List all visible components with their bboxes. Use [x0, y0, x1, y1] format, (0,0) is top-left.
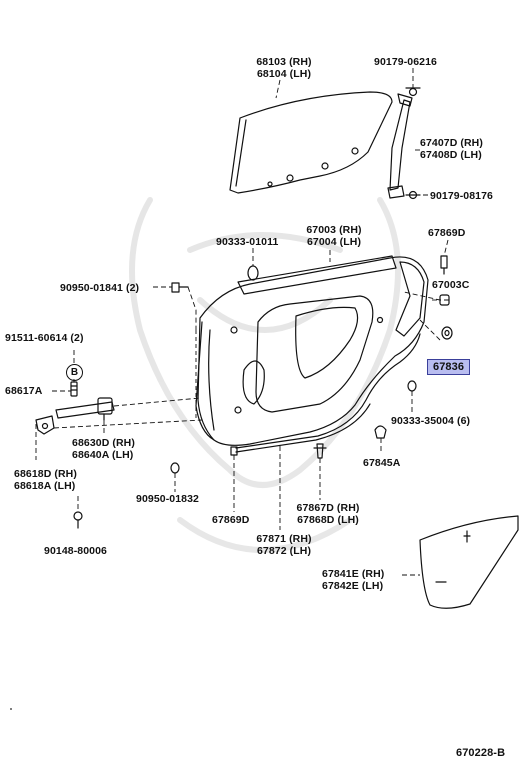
part-67407d-label[interactable]: 67407D (RH): [420, 137, 483, 149]
part-90950-01832-label[interactable]: 90950-01832: [136, 493, 199, 505]
part-68618a-label[interactable]: 68618A (LH): [14, 480, 76, 492]
stray-dot: [10, 708, 12, 710]
part-68103-label[interactable]: 68103 (RH): [256, 56, 312, 68]
diagram-code: 670228-B: [456, 747, 506, 759]
part-90333-01011-label[interactable]: 90333-01011: [216, 236, 279, 248]
leader-line: [187, 286, 197, 330]
glass-clip: [351, 147, 359, 155]
door-weatherstrip-inner: [235, 403, 371, 453]
part-67003-label[interactable]: 67003 (RH): [306, 224, 362, 236]
door-rear-latch-area: [395, 261, 425, 337]
part-90950-01841-label[interactable]: 90950-01841 (2): [60, 282, 140, 294]
glass-clip: [267, 181, 273, 187]
part-67845a-label[interactable]: 67845A: [363, 457, 401, 469]
door-speaker-hole: [242, 360, 265, 405]
leader-line: [403, 291, 449, 301]
division-bar: [389, 99, 411, 191]
part-67408d-label[interactable]: 67408D (LH): [420, 149, 482, 161]
door-hinge: [35, 415, 55, 435]
bolt-91511-60614: [70, 381, 78, 397]
door-bolt-hole: [234, 406, 242, 414]
leader-line: [275, 79, 281, 99]
division-bar-bracket: [397, 93, 413, 107]
door-front-trim: [208, 329, 215, 431]
door-access-hole: [295, 306, 359, 379]
callout-b: B: [66, 364, 83, 381]
part-91511-60614-label[interactable]: 91511-60614 (2): [5, 332, 84, 344]
weatherstrip-piece-67836: [441, 326, 453, 340]
door-window-frame: [237, 255, 397, 295]
cover-cross-mark: [463, 530, 471, 543]
door-inner-opening: [255, 295, 374, 413]
cushion-67845a: [374, 425, 387, 439]
door-glass: [229, 91, 393, 194]
leader-line: [113, 397, 201, 407]
part-90179-06216-label[interactable]: 90179-06216: [374, 56, 437, 68]
part-67869d-bottom-label[interactable]: 67869D: [212, 514, 250, 526]
hole-plug-90950-01832: [170, 462, 180, 474]
glass-clip: [286, 174, 294, 182]
part-90333-35004-label[interactable]: 90333-35004 (6): [391, 415, 471, 427]
part-67871-label[interactable]: 67871 (RH): [256, 533, 312, 545]
door-check: [55, 397, 115, 421]
part-67872-label[interactable]: 67872 (LH): [256, 545, 312, 557]
clip-90950-01841: [171, 282, 189, 293]
part-67867d-label[interactable]: 67867D (RH): [296, 502, 360, 514]
part-67836-label[interactable]: 67836: [427, 359, 471, 375]
leader-line: [53, 419, 203, 429]
part-67868d-label[interactable]: 67868D (LH): [297, 514, 359, 526]
part-67869d-top-label[interactable]: 67869D: [428, 227, 466, 239]
clip-67869d-top: [440, 255, 448, 275]
nut-90179-06216: [405, 87, 421, 97]
leader-line: [419, 319, 441, 341]
part-68630d-label[interactable]: 68630D (RH): [72, 437, 135, 449]
glass-clip: [321, 162, 329, 170]
watermark-emblem: [129, 197, 401, 553]
part-67841e-label[interactable]: 67841E (RH): [322, 568, 385, 580]
door-bolt-hole: [376, 316, 384, 324]
part-67003c-label[interactable]: 67003C: [432, 279, 470, 291]
clip-67867d: [313, 443, 327, 459]
door-bolt-hole: [230, 326, 238, 334]
door-weatherstrip: [235, 333, 421, 449]
door-hinge-edge: [195, 321, 215, 441]
part-68104-label[interactable]: 68104 (LH): [256, 68, 312, 80]
glass-inner-edge: [235, 119, 247, 187]
part-68640a-label[interactable]: 68640A (LH): [72, 449, 134, 461]
bolt-90148-80006: [73, 511, 83, 529]
hole-plug-90333-35004: [407, 380, 417, 392]
division-bar-foot: [387, 185, 405, 199]
part-68617a-label[interactable]: 68617A: [5, 385, 43, 397]
part-90148-80006-label[interactable]: 90148-80006: [44, 545, 107, 557]
part-67842e-label[interactable]: 67842E (LH): [322, 580, 384, 592]
part-68618d-label[interactable]: 68618D (RH): [14, 468, 77, 480]
part-67004-label[interactable]: 67004 (LH): [306, 236, 362, 248]
part-90179-08176-label[interactable]: 90179-08176: [430, 190, 493, 202]
door-quarter-cover: [419, 515, 519, 609]
leader-line: [443, 239, 449, 257]
nut-90179-08176: [405, 190, 421, 200]
hole-plug-90333-01011: [247, 265, 259, 281]
